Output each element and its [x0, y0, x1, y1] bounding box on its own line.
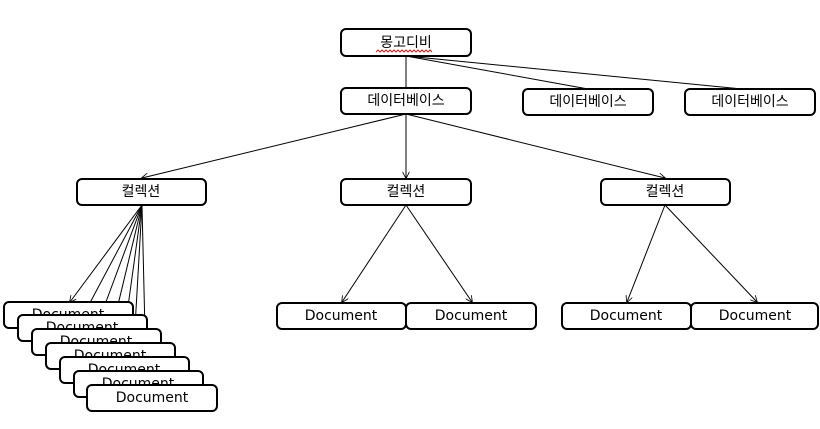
root-node: 몽고디비 — [340, 28, 472, 57]
collection-label: 컬렉션 — [387, 184, 426, 200]
document-stack: Document Document Document Document Docu… — [3, 301, 218, 412]
edge-col3-doc2 — [664, 204, 757, 302]
collection-node: 컬렉션 — [600, 178, 731, 206]
database-node: 데이터베이스 — [522, 88, 654, 116]
database-label: 데이터베이스 — [711, 94, 788, 110]
spellcheck-underline — [375, 49, 433, 53]
edge-col2-doc1 — [342, 204, 407, 302]
document-node: Document — [690, 302, 819, 330]
document-node: Document — [405, 302, 537, 330]
edge-db1-col3 — [405, 113, 665, 178]
database-node: 데이터베이스 — [684, 88, 816, 116]
document-label: Document — [116, 390, 189, 406]
edge-root-db2 — [405, 55, 589, 90]
root-label: 몽고디비 — [380, 35, 432, 51]
edge-root-db3 — [405, 55, 743, 90]
edge-col3-doc1 — [627, 204, 666, 302]
document-node: Document — [86, 384, 218, 412]
collection-label: 컬렉션 — [646, 184, 685, 200]
edges — [70, 55, 757, 374]
edge-db1-col1 — [142, 113, 407, 178]
edge-col1-doc — [84, 204, 143, 314]
database-label: 데이터베이스 — [367, 93, 444, 109]
document-label: Document — [719, 308, 792, 324]
database-node: 데이터베이스 — [340, 87, 472, 115]
collection-node: 컬렉션 — [76, 178, 207, 206]
document-node: Document — [276, 302, 407, 330]
edge-col2-doc2 — [405, 204, 472, 302]
edge-col1-doc — [70, 204, 143, 302]
document-label: Document — [435, 308, 508, 324]
database-label: 데이터베이스 — [549, 94, 626, 110]
collection-node: 컬렉션 — [340, 178, 472, 206]
document-label: Document — [590, 308, 663, 324]
document-label: Document — [305, 308, 378, 324]
collection-label: 컬렉션 — [122, 184, 161, 200]
document-node: Document — [561, 302, 692, 330]
